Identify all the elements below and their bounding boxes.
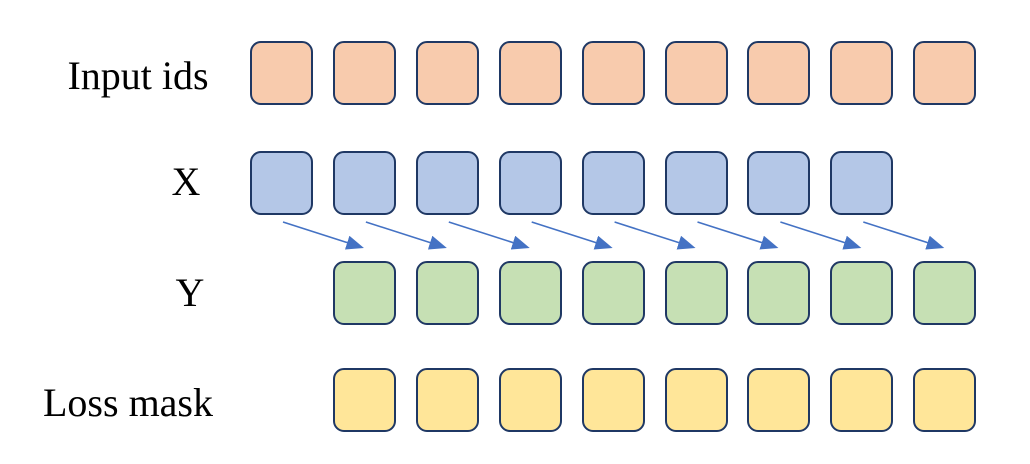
next-token-arrow [531,221,613,250]
token-cell-x [581,151,645,215]
token-cell-y [415,261,479,325]
row-label-input-ids: Input ids [67,53,209,98]
next-token-arrow [697,221,779,250]
token-cell-loss-mask [498,368,562,432]
token-cell-y [332,261,396,325]
token-cell-y [830,261,894,325]
token-cell-loss-mask [415,368,479,432]
token-cell-loss-mask [332,368,396,432]
token-cell-input-ids [332,41,396,105]
token-cell-input-ids [581,41,645,105]
token-cell-input-ids [498,41,562,105]
token-cell-loss-mask [581,368,645,432]
token-cell-x [498,151,562,215]
next-token-arrow [863,221,945,250]
token-cell-loss-mask [664,368,728,432]
token-cell-loss-mask [913,368,977,432]
token-cell-y [913,261,977,325]
row-label-loss-mask: Loss mask [43,380,213,425]
next-token-arrow [282,221,364,250]
token-cell-loss-mask [830,368,894,432]
token-cell-x [747,151,811,215]
token-cell-y [581,261,645,325]
token-cell-input-ids [830,41,894,105]
next-token-arrow [780,221,862,250]
token-cell-input-ids [250,41,313,105]
token-cell-x [332,151,396,215]
token-cell-x [415,151,479,215]
token-cell-x [830,151,894,215]
token-cell-y [498,261,562,325]
row-label-y: Y [175,270,205,315]
token-cell-input-ids [913,41,977,105]
next-token-arrow [448,221,530,250]
token-cell-x [664,151,728,215]
next-token-arrow [614,221,696,250]
token-cell-y [747,261,811,325]
token-cell-input-ids [415,41,479,105]
token-cell-input-ids [664,41,728,105]
token-cell-y [664,261,728,325]
token-cell-loss-mask [747,368,811,432]
next-token-arrow [365,221,447,250]
token-cell-input-ids [747,41,811,105]
token-cell-x [250,151,313,215]
row-label-x: X [171,159,201,204]
